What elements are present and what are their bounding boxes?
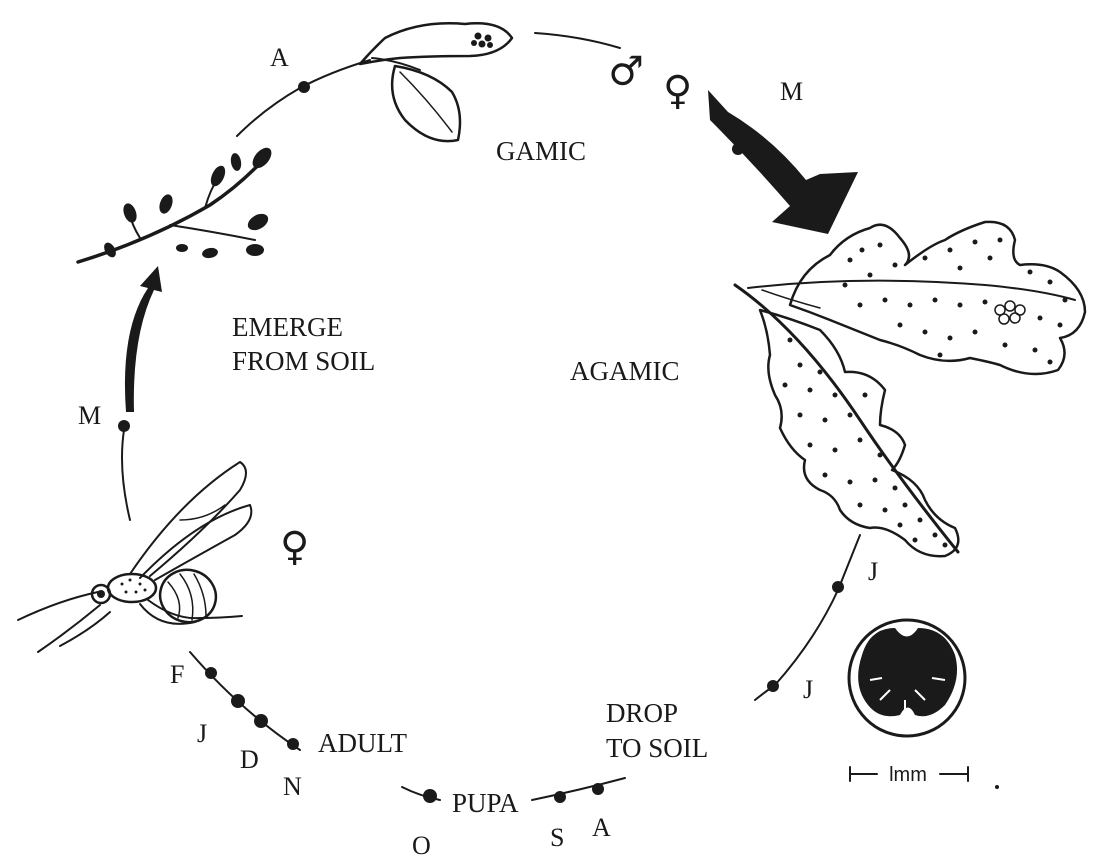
dot-july — [767, 680, 779, 692]
dot-february — [205, 667, 217, 679]
bud-leaf-galls-icon — [360, 23, 512, 141]
gall-wasp-adult-icon — [18, 462, 251, 652]
month-january: J — [197, 719, 207, 748]
dot-october — [423, 789, 437, 803]
scale-dot — [995, 785, 999, 789]
label-agamic: AGAMIC — [570, 356, 680, 386]
month-june: J — [868, 557, 878, 586]
arc-bottom-pupa-right — [532, 778, 625, 800]
label-drop-line2: TO SOIL — [606, 733, 708, 763]
label-emerge-line2: FROM SOIL — [232, 346, 375, 376]
arc-top-left — [237, 60, 370, 136]
arc-left — [122, 430, 130, 520]
scale-bar: lmm — [850, 764, 999, 789]
dot-november — [287, 738, 299, 750]
female-symbol-adult-icon: ♀ — [280, 524, 309, 570]
month-october: O — [412, 831, 431, 860]
label-pupa: PUPA — [452, 788, 519, 818]
month-april-top: A — [270, 43, 289, 72]
dot-january — [231, 694, 245, 708]
budding-twig-icon — [78, 144, 275, 262]
dot-may-left — [118, 420, 130, 432]
month-august: A — [592, 813, 611, 842]
dot-august — [592, 783, 604, 795]
scale-bar-label: lmm — [889, 764, 927, 786]
dot-april-top — [298, 81, 310, 93]
oak-leaves-galls-icon — [735, 222, 1085, 556]
month-july: J — [803, 675, 813, 704]
month-november: N — [283, 772, 302, 801]
labels: GAMIC AGAMIC EMERGE FROM SOIL DROP TO SO… — [232, 136, 708, 818]
large-arrow-icon — [708, 90, 858, 234]
month-february: F — [170, 660, 184, 689]
label-gamic: GAMIC — [496, 136, 586, 166]
label-adult: ADULT — [318, 728, 408, 758]
dot-september — [554, 791, 566, 803]
month-december: D — [240, 745, 259, 774]
female-symbol-top-icon: ♀ — [663, 68, 692, 114]
month-may-left: M — [78, 401, 101, 430]
dot-june — [832, 581, 844, 593]
male-symbol-icon: ♂ — [608, 49, 644, 95]
month-dots — [118, 81, 844, 803]
emerge-arrow-icon — [125, 266, 162, 412]
arc-top-right — [535, 33, 620, 48]
label-drop-line1: DROP — [606, 698, 678, 728]
month-september: S — [550, 823, 564, 852]
sex-symbols: ♂ ♀ ♀ — [280, 49, 692, 570]
gall-cluster-icon — [995, 301, 1025, 324]
month-may-top: M — [780, 77, 803, 106]
label-emerge-line1: EMERGE — [232, 312, 343, 342]
dot-december — [254, 714, 268, 728]
gall-cross-section-icon — [849, 620, 965, 736]
